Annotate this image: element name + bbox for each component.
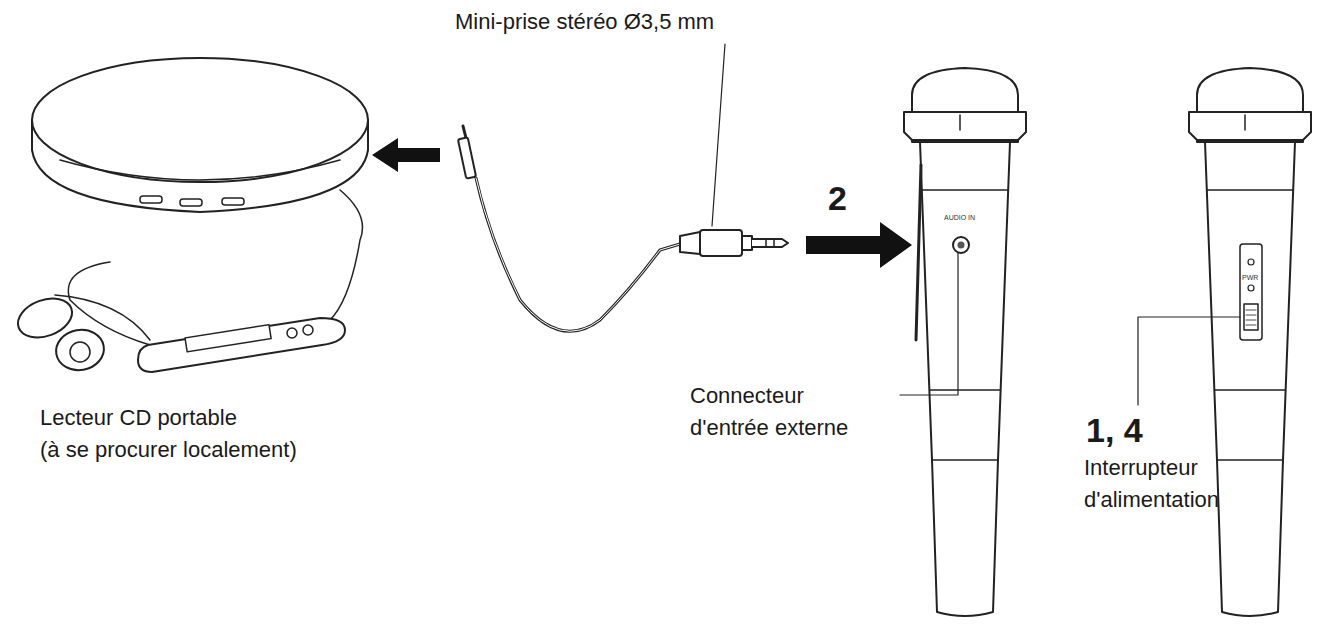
part-label: Connecteur d'entrée externe [690,380,878,444]
switch-label: PWR [1242,274,1258,281]
callout-number: 2 [828,180,847,217]
microphone [1189,68,1311,616]
arrow [372,138,440,172]
leader-line [900,253,958,395]
cd-player [13,58,368,374]
leader-line [1138,317,1240,405]
leader-line [712,44,725,226]
cable [458,126,788,331]
part-label: Mini-prise stéréo Ø3,5 mm [455,6,714,38]
port-label: AUDIO IN [944,214,975,221]
microphone [904,68,1026,616]
part-label: Lecteur CD portable (à se procurer local… [40,402,297,466]
callout-number: 1, 4 [1086,412,1143,449]
arrow [806,222,912,268]
part-label: Interrupteur d'alimentation [1084,452,1259,516]
